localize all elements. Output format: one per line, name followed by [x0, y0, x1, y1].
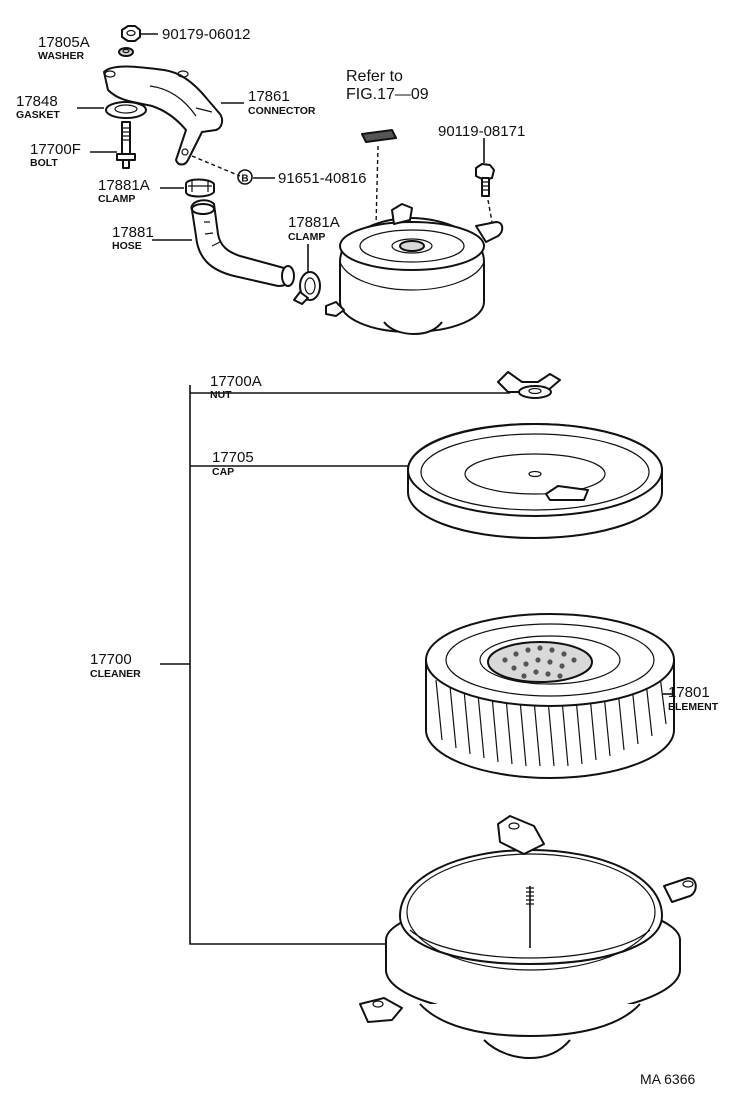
cleaner-number: 17700	[90, 651, 132, 668]
air-cleaner-small-assembly	[325, 203, 504, 335]
nut-number: 17700A	[210, 373, 262, 390]
washer-part	[118, 47, 134, 57]
figure-id: MA 6366	[640, 1071, 695, 1087]
hose-clamp-large	[293, 271, 321, 305]
gasket-number: 17848	[16, 93, 58, 110]
washer-name: WASHER	[38, 50, 85, 62]
nut-name: NUT	[210, 389, 232, 401]
clamp2-name: CLAMP	[288, 231, 325, 243]
hose-name: HOSE	[112, 240, 142, 252]
refer-line-2: FIG.17—09	[346, 86, 429, 103]
cap-number: 17705	[212, 449, 254, 466]
connector-name: CONNECTOR	[248, 105, 316, 117]
clip-code: 91651-40816	[278, 170, 366, 187]
hose-part	[190, 199, 295, 287]
filter-element-part	[425, 613, 675, 779]
bolt-name: BOLT	[30, 157, 58, 169]
gasket-name: GASKET	[16, 109, 60, 121]
bolt-clip-symbol: B	[237, 169, 253, 185]
cleaner-cap-part	[407, 423, 663, 539]
small-nut-part	[121, 25, 141, 42]
hose-clamp-small	[185, 178, 215, 198]
connector-number: 17861	[248, 88, 290, 105]
gasket-part	[105, 101, 147, 119]
hose-number: 17881	[112, 224, 154, 241]
svg-text:B: B	[241, 174, 248, 185]
cleaner-body-part	[359, 815, 697, 1059]
stud-bolt-part	[116, 121, 136, 169]
nut-small-code: 90179-06012	[162, 26, 250, 43]
clamp2-number: 17881A	[288, 214, 340, 231]
connector-part	[103, 65, 224, 166]
bolt-number: 17700F	[30, 141, 81, 158]
element-number: 17801	[668, 684, 710, 701]
refer-line-1: Refer to	[346, 68, 403, 85]
clamp1-name: CLAMP	[98, 193, 135, 205]
clamp1-number: 17881A	[98, 177, 150, 194]
wing-nut-part	[497, 371, 561, 399]
mount-bolt-part	[475, 163, 495, 197]
bolt2-code: 90119-08171	[438, 123, 525, 140]
cleaner-name: CLEANER	[90, 668, 141, 680]
element-name: ELEMENT	[668, 701, 719, 713]
cap-name: CAP	[212, 466, 234, 478]
seal-plate-part	[361, 129, 397, 143]
washer-number: 17805A	[38, 34, 90, 51]
